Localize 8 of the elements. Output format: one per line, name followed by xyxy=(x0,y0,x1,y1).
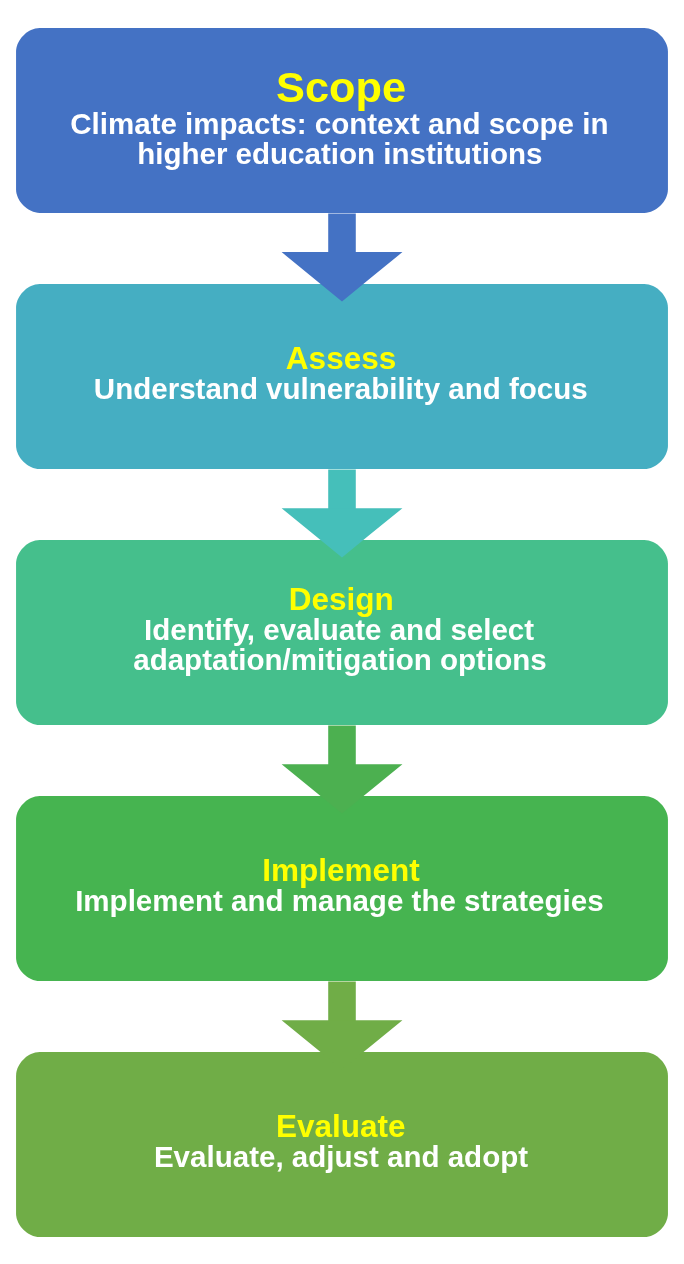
arrow xyxy=(281,725,403,813)
node-box: Evaluate Evaluate, adjust and adopt xyxy=(16,1051,668,1237)
arrow xyxy=(281,468,403,557)
node-box: Assess Understand vulnerability and focus xyxy=(16,283,668,469)
node-box: Implement Implement and manage the strategies xyxy=(16,795,668,981)
node-box: Scope Climate impacts: context and scope in higher education institutions xyxy=(16,27,668,213)
arrow xyxy=(281,212,403,301)
node-box: Design Identify, evaluate and select adaptation/mitigation options xyxy=(16,539,668,725)
